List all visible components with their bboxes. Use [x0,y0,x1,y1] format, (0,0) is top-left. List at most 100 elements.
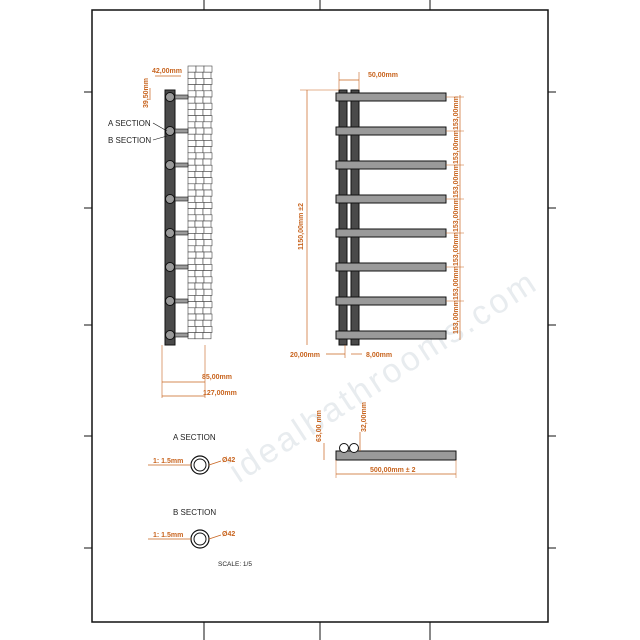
wall-brick [195,288,205,296]
wall-brick [195,140,205,147]
dim-plan-right-height: 32,00mm [361,402,368,432]
wall-brick [194,307,204,315]
wall-brick [187,127,197,135]
dim-plan-left-height: 63,00 mm [316,410,323,442]
wall-brick [195,90,205,98]
wall-brick [195,251,205,259]
wall-bricks [187,65,213,340]
wall-brick [202,220,212,228]
spacing-label: 153,00mm [453,232,460,266]
wall-brick [194,319,204,327]
wall-brick [187,288,197,296]
wall-brick [202,71,212,79]
front-rail-right [350,89,360,346]
wall-brick [203,226,213,234]
wall-brick [187,276,197,284]
plan-pipe-left [339,443,349,453]
wall-brick [194,195,204,203]
a-section-inner-circle [193,458,207,472]
front-bar [335,160,447,170]
wall-brick [194,295,204,302]
wall-brick [202,109,212,116]
wall-brick [202,146,212,154]
wall-brick [187,226,197,234]
wall-brick [195,127,205,135]
b-section-detail: B SECTION 1: 1.5mm Ø42 [148,508,235,549]
wall-brick [187,177,197,185]
wall-brick [195,65,205,73]
wall-brick [187,164,197,172]
wall-brick [203,239,213,247]
dim-front-top-width: 50,00mm [368,72,398,79]
wall-brick [194,121,204,129]
wall-brick [194,171,204,178]
wall-brick [187,71,196,79]
wall-brick [195,102,205,110]
wall-brick [202,208,212,216]
front-bar [335,194,447,204]
wall-brick [203,202,213,209]
side-bar-end [165,126,175,136]
wall-brick [187,313,197,321]
dim-front-height: 1150,00mm ±2 [298,203,305,250]
b-section-leader [152,135,168,141]
wall-brick [194,146,204,154]
wall-brick [202,233,212,240]
front-bar [335,330,447,340]
wall-brick [202,245,212,253]
side-rail [164,89,176,346]
wall-brick [187,146,196,154]
wall-brick [203,264,213,271]
dim-depth-inner: 85,00mm [202,374,232,381]
front-bar [335,262,447,272]
side-bracket [174,298,189,304]
wall-brick [203,164,213,172]
wall-brick [203,301,213,309]
side-bar-end [165,160,175,170]
wall-brick [187,264,197,271]
wall-brick [187,332,196,340]
wall-brick [203,90,213,98]
spacing-label: 153,00mm [453,130,460,164]
wall-brick [194,96,204,104]
wall-brick [195,313,205,321]
wall-brick [202,183,212,191]
b-section-title: B SECTION [173,508,216,517]
wall-brick [194,233,204,240]
front-bars [335,92,447,340]
a-section-label: A SECTION [108,119,151,128]
wall-brick [187,78,197,85]
plan-view: 63,00 mm 32,00mm 500,00mm ± 2 [316,402,457,478]
wall-brick [203,65,213,73]
wall-brick [187,270,196,278]
wall-brick [203,127,213,135]
wall-brick [194,257,204,265]
wall-brick [195,226,205,234]
wall-brick [187,233,196,240]
wall-brick [202,133,212,141]
wall-brick [202,84,212,92]
b-section-leader-right [208,534,222,540]
a-section-diameter: Ø42 [222,457,235,464]
wall-brick [203,177,213,185]
side-bracket [174,264,189,270]
border-ticks [84,0,556,640]
wall-brick [203,152,213,160]
wall-brick [187,195,196,203]
wall-brick [195,301,205,309]
wall-brick [194,245,204,253]
wall-brick [195,276,205,284]
wall-brick [202,257,212,265]
side-bar-end [165,262,175,272]
wall-brick [195,326,205,333]
spacing-dims: 153,00mm153,00mm153,00mm153,00mm153,00mm… [446,96,464,334]
front-bar [335,92,447,102]
wall-brick [187,115,197,123]
wall-brick [202,121,212,129]
a-section-leader [152,122,168,132]
wall-brick [194,158,204,166]
dim-depth-outer: 127,00mm [203,390,237,397]
spacing-label: 153,00mm [453,266,460,300]
wall-brick [187,171,196,178]
wall-brick [195,264,205,271]
